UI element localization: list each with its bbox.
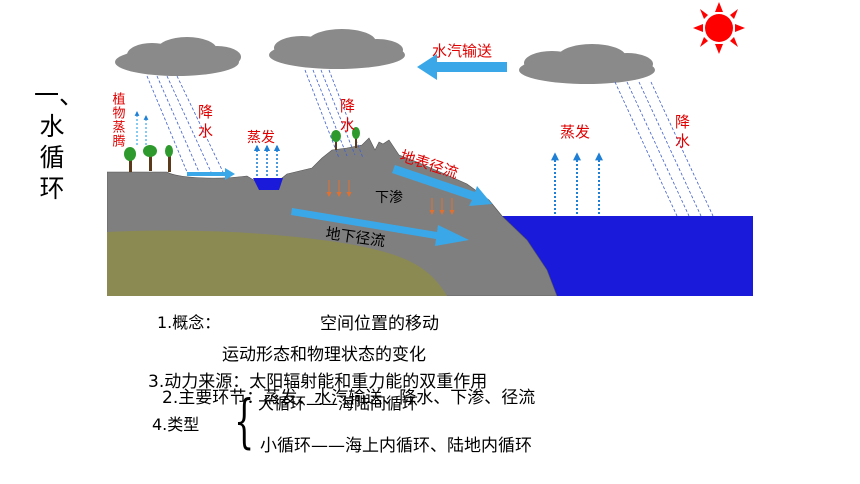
lake [253, 178, 283, 190]
concept-value: 空间位置的移动 [320, 314, 439, 334]
groundwater-arrow [291, 208, 469, 246]
sea-evaporation-arrows [551, 152, 603, 214]
infiltration-label: 下渗 [375, 190, 403, 206]
main-links-text: 2.主要环节：蒸发、水汽输送、降水、下渗、径流 [162, 388, 536, 408]
lake-evaporation-arrows [253, 144, 281, 176]
cloud-left [115, 37, 241, 76]
precip-right-label: 降水 [673, 114, 691, 152]
big-cycle-text: 大循环——海陆间循环 [258, 394, 419, 413]
surface-runoff-arrow [392, 165, 492, 206]
side-title: 一、水循环 [34, 81, 85, 203]
rain-middle [304, 69, 364, 159]
plant-transpiration-label: 植物蒸腾 [110, 92, 126, 148]
trees [124, 127, 360, 172]
bedrock [107, 230, 447, 296]
transpiration-arrows [134, 111, 149, 145]
cloud-right [519, 44, 655, 84]
type-label: 4.类型 [152, 415, 200, 434]
concept-value-2: 运动形态和物理状态的变化 [222, 345, 426, 365]
small-cycle-text: 小循环——海上内循环、陆地内循环 [260, 436, 532, 456]
precip-left-label: 降水 [196, 104, 214, 142]
infiltration-arrows [326, 180, 455, 215]
vapor-transport-label: 水汽输送 [432, 42, 492, 60]
rain-left [146, 75, 224, 173]
water-cycle-diagram: 水汽输送 植物蒸腾 降水 蒸发 降水 地表径流 下渗 地下径流 蒸发 降水 [107, 0, 753, 296]
precip-mid-label: 降水 [338, 98, 356, 136]
cloud-middle [269, 29, 405, 69]
evaporation-lake-label: 蒸发 [247, 130, 275, 146]
sun-icon [693, 2, 745, 54]
brace: { [234, 387, 255, 455]
concept-label: 1.概念： [157, 313, 221, 332]
lake-inflow-arrow [187, 168, 235, 180]
power-source-text: 3.动力来源：太阳辐射能和重力能的双重作用 [148, 372, 488, 392]
vapor-transport-arrow [417, 54, 507, 80]
evaporation-sea-label: 蒸发 [560, 123, 590, 141]
